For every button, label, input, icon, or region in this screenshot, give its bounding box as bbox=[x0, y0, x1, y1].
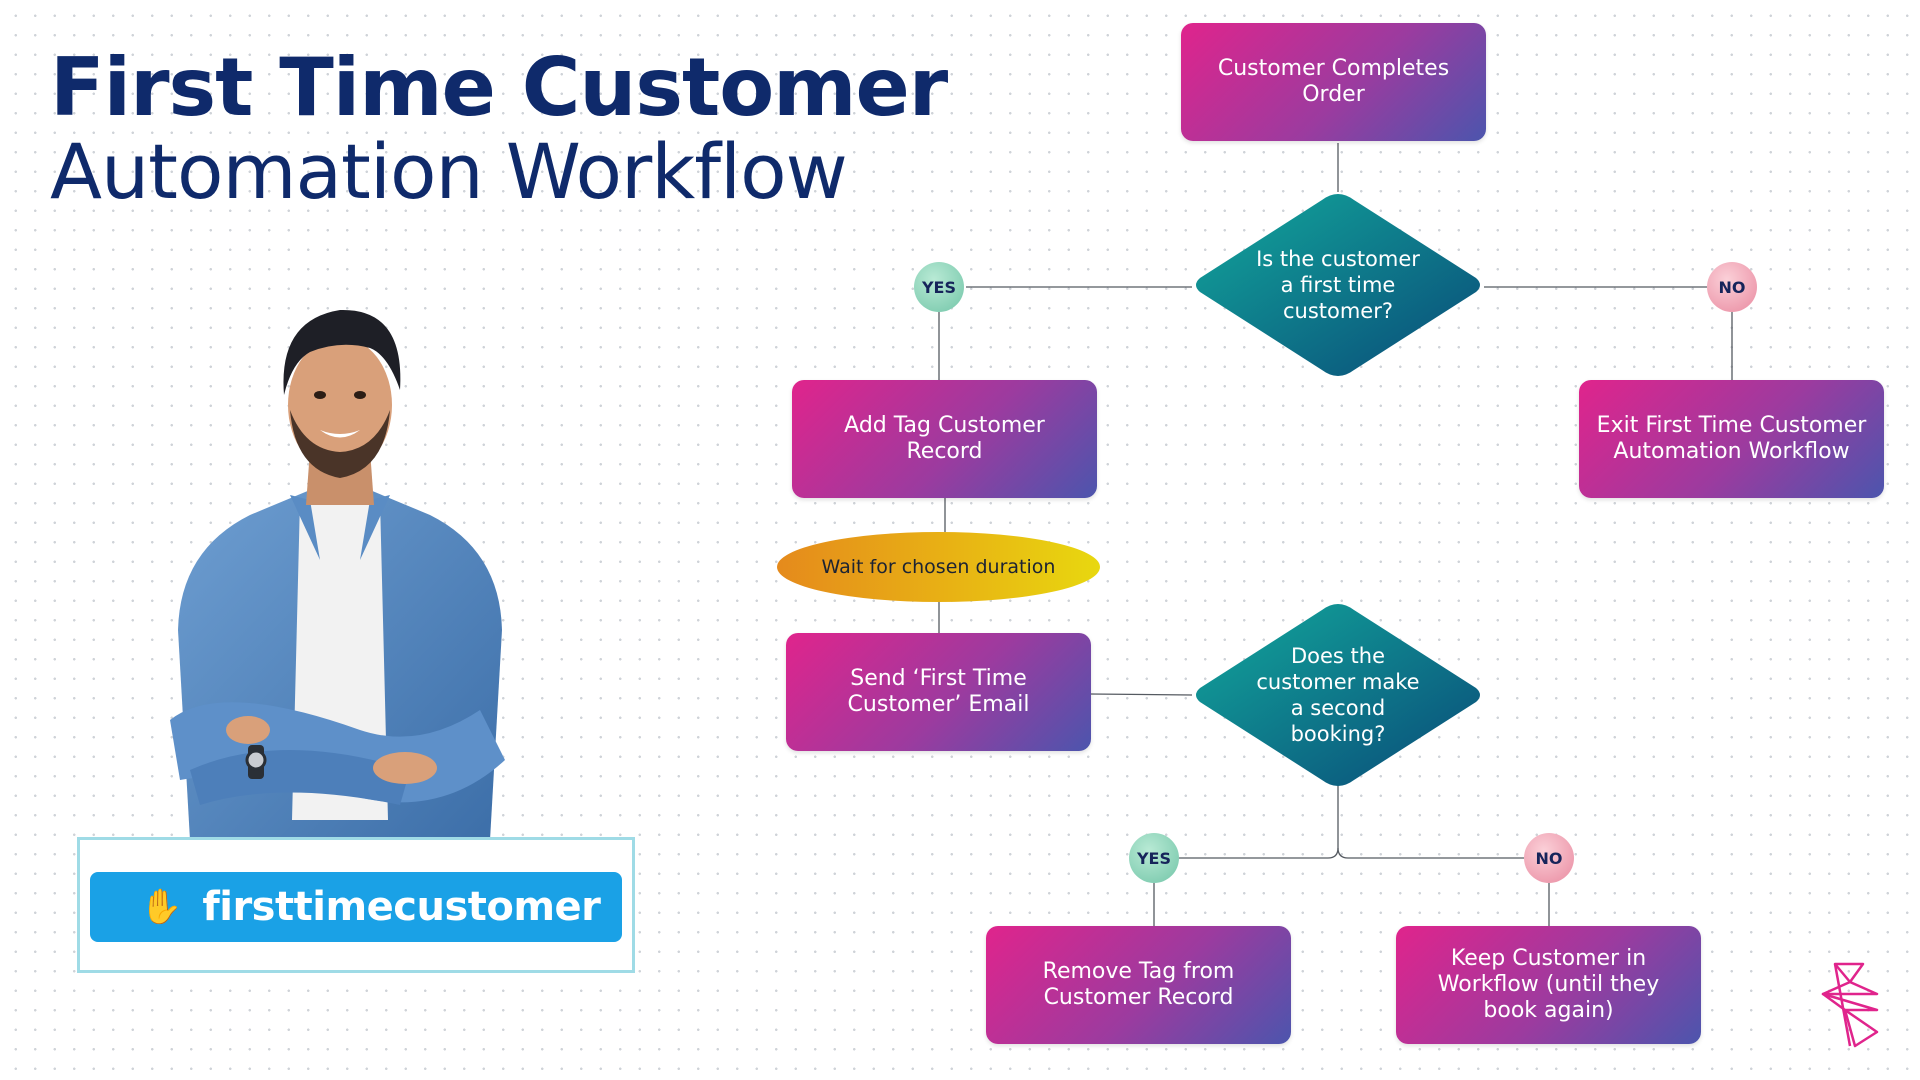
send-email-node-label: Send ‘First Time Customer’ Email bbox=[847, 666, 1030, 717]
keep-customer-node: Keep Customer in Workflow (until they bo… bbox=[1396, 926, 1701, 1044]
decision-diamond-shape bbox=[1196, 194, 1480, 376]
page-title: First Time Customer bbox=[50, 41, 948, 134]
yes-badge-2: YES bbox=[1129, 833, 1179, 883]
remove-tag-node-label: Remove Tag from Customer Record bbox=[1042, 959, 1235, 1010]
no-badge-1: NO bbox=[1707, 262, 1757, 312]
start-node: Customer Completes Order bbox=[1181, 23, 1486, 141]
no-badge-2: NO bbox=[1524, 833, 1574, 883]
exit-node: Exit First Time Customer Automation Work… bbox=[1579, 380, 1884, 498]
wait-node: Wait for chosen duration bbox=[777, 532, 1100, 602]
decision-first-time: Is the customer a first time customer? bbox=[1188, 190, 1488, 380]
decision-second-booking-label: Does the customer make a second booking? bbox=[1256, 644, 1420, 746]
decision-second-booking: Does the customer make a second booking? bbox=[1188, 600, 1488, 790]
tag-pill: ✋ firsttimecustomer bbox=[90, 872, 622, 942]
add-tag-node-label: Add Tag Customer Record bbox=[844, 413, 1045, 464]
add-tag-node: Add Tag Customer Record bbox=[792, 380, 1097, 498]
decision-first-time-label: Is the customer a first time customer? bbox=[1256, 247, 1420, 323]
customer-photo bbox=[170, 309, 505, 840]
waving-hand-icon: ✋ bbox=[140, 887, 183, 927]
remove-tag-node: Remove Tag from Customer Record bbox=[986, 926, 1291, 1044]
exit-node-label: Exit First Time Customer Automation Work… bbox=[1596, 413, 1867, 464]
decision-diamond-shape bbox=[1196, 604, 1480, 786]
brand-logo-icon bbox=[1821, 962, 1879, 1048]
send-email-node: Send ‘First Time Customer’ Email bbox=[786, 633, 1091, 751]
start-node-label: Customer Completes Order bbox=[1217, 56, 1450, 107]
page-subtitle: Automation Workflow bbox=[50, 127, 848, 216]
keep-customer-node-label: Keep Customer in Workflow (until they bo… bbox=[1437, 946, 1660, 1023]
yes-badge-1: YES bbox=[914, 262, 964, 312]
tag-label: firsttimecustomer bbox=[202, 884, 601, 930]
